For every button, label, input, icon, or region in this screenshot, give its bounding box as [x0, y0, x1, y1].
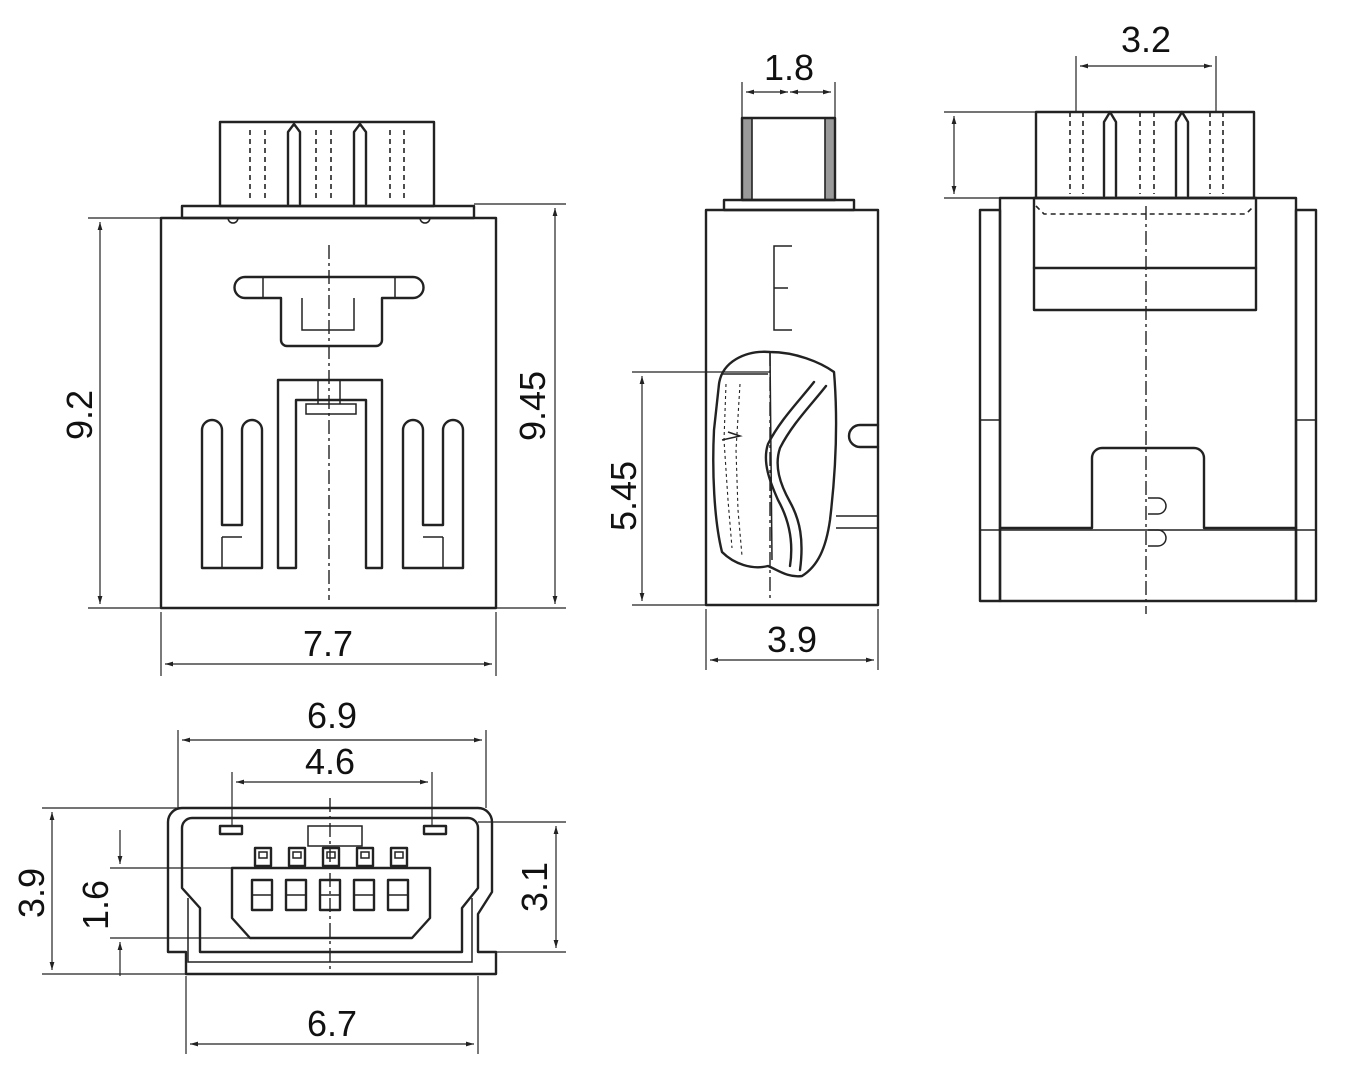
dim-side-pin-width: 1.8 — [764, 47, 814, 88]
dim-front-height-left: 9.2 — [59, 390, 100, 440]
back-view: 3.2 — [944, 19, 1318, 614]
dim-bottom-inner-width: 4.6 — [305, 741, 355, 782]
dim-side-cut-height: 5.45 — [603, 461, 644, 531]
opening-view: 6.9 4.6 6.7 3.9 1.6 3.1 — [11, 695, 566, 1054]
front-pin-lines — [249, 122, 405, 206]
side-view: 1.8 5.45 3.9 — [603, 47, 880, 670]
dim-bottom-height-left: 3.9 — [11, 868, 52, 918]
dim-side-depth: 3.9 — [767, 619, 817, 660]
dim-front-height-right: 9.45 — [512, 371, 553, 441]
dim-bottom-inner-height: 1.6 — [75, 880, 116, 930]
back-pin-lines — [1069, 110, 1224, 198]
dim-bottom-outer-width: 6.9 — [307, 695, 357, 736]
dim-bottom-base-width: 6.7 — [307, 1003, 357, 1044]
upper-contacts — [253, 846, 409, 868]
lower-contacts — [250, 878, 410, 912]
dim-front-width: 7.7 — [303, 623, 353, 664]
dim-back-pitch: 3.2 — [1121, 19, 1171, 60]
front-view: 9.2 9.45 7.7 — [59, 120, 566, 676]
dim-bottom-height-right: 3.1 — [514, 862, 555, 912]
